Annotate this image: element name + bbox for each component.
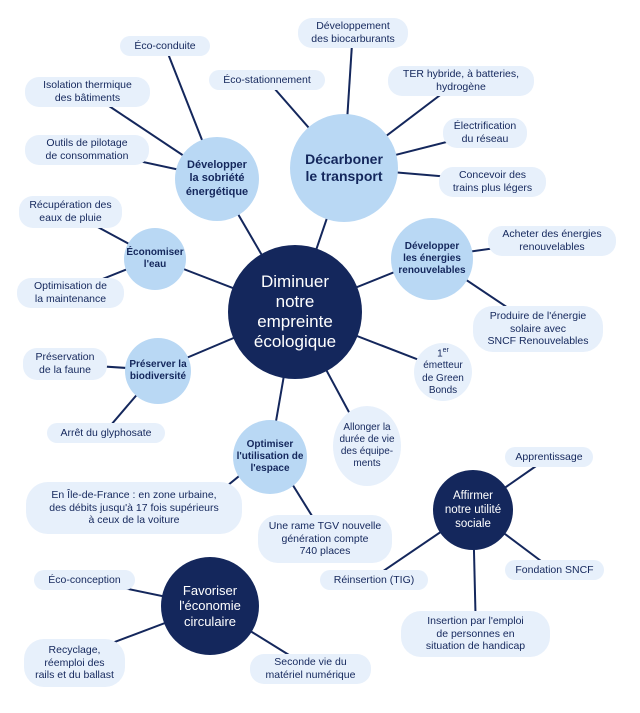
leaf-fondation-sncf: Fondation SNCF	[505, 560, 604, 580]
leaf-electrification: Électrification du réseau	[443, 118, 527, 148]
leaf-allonger-duree-vie: Allonger la durée de vie des équipe- men…	[333, 406, 401, 486]
leaf-energie-solaire: Produire de l'énergie solaire avec SNCF …	[473, 306, 603, 352]
green-bonds-text: 1er émetteur de Green Bonds	[422, 346, 464, 396]
hub-preserver-biodiversite: Préserver la biodiversité	[125, 338, 191, 404]
hub-utilite-sociale: Affirmer notre utilité sociale	[433, 470, 513, 550]
hub-energies-renouvelables: Développer les énergies renouvelables	[391, 218, 473, 300]
leaf-recuperation-eaux: Récupération des eaux de pluie	[19, 196, 122, 228]
hub-sobriete-energetique: Développer la sobriété énergétique	[175, 137, 259, 221]
hub-decarboner-transport: Décarboner le transport	[290, 114, 398, 222]
leaf-outils-pilotage: Outils de pilotage de consommation	[25, 135, 149, 165]
leaf-biocarburants: Développement des biocarburants	[298, 18, 408, 48]
leaf-reinsertion-tig: Réinsertion (TIG)	[320, 570, 428, 590]
leaf-arret-glyphosate: Arrêt du glyphosate	[47, 423, 165, 443]
leaf-preservation-faune: Préservation de la faune	[23, 348, 107, 380]
leaf-eco-stationnement: Éco-stationnement	[209, 70, 325, 90]
leaf-apprentissage: Apprentissage	[505, 447, 593, 467]
leaf-green-bonds: 1er émetteur de Green Bonds	[414, 343, 472, 401]
leaf-recyclage: Recyclage, réemploi des rails et du ball…	[24, 639, 125, 687]
leaf-acheter-energies: Acheter des énergies renouvelables	[488, 226, 616, 256]
leaf-rame-tgv: Une rame TGV nouvelle génération compte …	[258, 515, 392, 563]
central-node: Diminuer notre empreinte écologique	[228, 245, 362, 379]
hub-economiser-eau: Économiser l'eau	[124, 228, 186, 290]
leaf-isolation-thermique: Isolation thermique des bâtiments	[25, 77, 150, 107]
leaf-eco-conduite: Éco-conduite	[120, 36, 210, 56]
leaf-optimisation-maintenance: Optimisation de la maintenance	[17, 278, 124, 308]
leaf-eco-conception: Éco-conception	[34, 570, 135, 590]
hub-economie-circulaire: Favoriser l'économie circulaire	[161, 557, 259, 655]
leaf-insertion-handicap: Insertion par l'emploi de personnes en s…	[401, 611, 550, 657]
leaf-seconde-vie: Seconde vie du matériel numérique	[250, 654, 371, 684]
leaf-trains-legers: Concevoir des trains plus légers	[439, 167, 546, 197]
hub-optimiser-espace: Optimiser l'utilisation de l'espace	[233, 420, 307, 494]
leaf-ter-hybride: TER hybride, à batteries, hydrogène	[388, 66, 534, 96]
leaf-ile-de-france: En Île-de-France : en zone urbaine, des …	[26, 482, 242, 534]
